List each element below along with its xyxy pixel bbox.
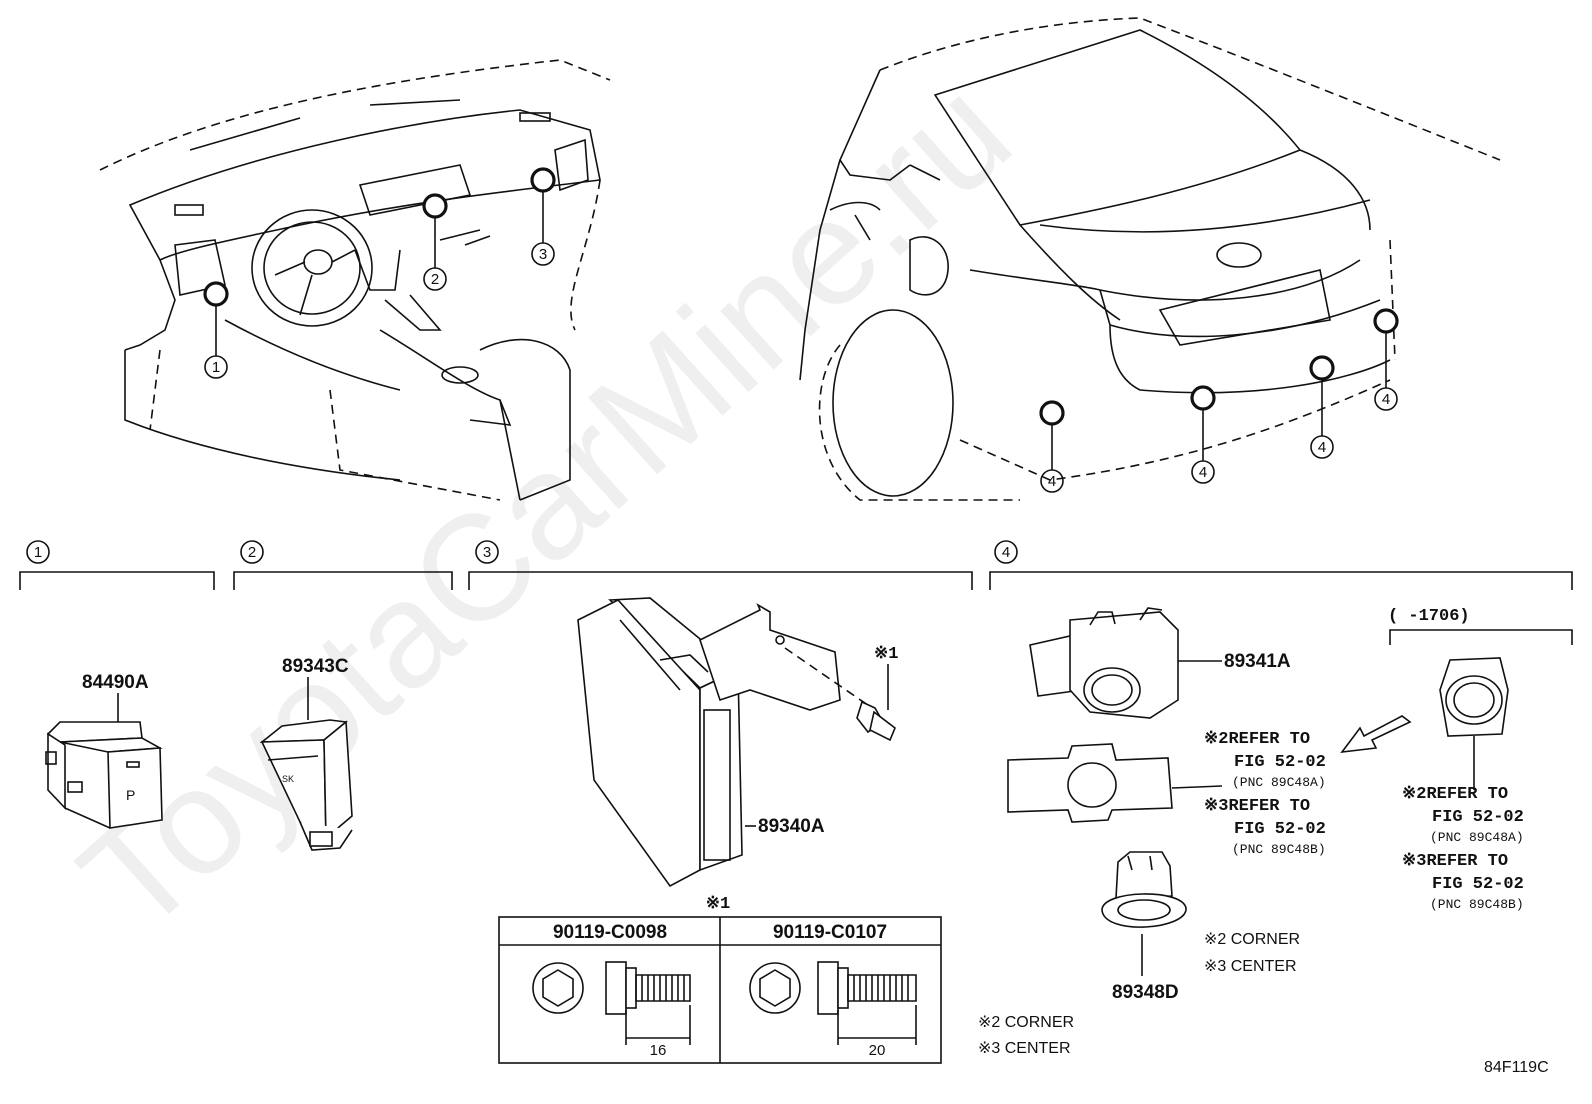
legend-a-center: ※3 CENTER	[1204, 958, 1297, 975]
rear-callout-label-a: 4	[1048, 473, 1056, 490]
refer-right-l2: FIG 52-02	[1432, 808, 1524, 827]
callout-circle-2	[423, 267, 447, 291]
legend-b-corner: ※2 CORNER	[978, 1014, 1074, 1031]
bolt-length-2: 20	[869, 1042, 886, 1059]
legend-corner-center: ※2 CORNER ※3 CENTER ※2 CORNER ※3 CENTER	[978, 931, 1300, 1057]
refer-right-l1: ※2REFER TO	[1402, 785, 1508, 804]
part-label-89343C: 89343C	[282, 656, 349, 677]
refer-right-l6: (PNC 89C48B)	[1430, 897, 1524, 912]
refer-center-l3: (PNC 89C48A)	[1232, 775, 1326, 790]
part-label-89341A: 89341A	[1224, 651, 1291, 672]
section-callout-3: 3	[483, 544, 491, 561]
callout-label-2: 2	[431, 271, 439, 288]
part-retainer	[1007, 743, 1223, 823]
bolt-note-mark: ※1	[874, 645, 898, 664]
location-marker-1	[203, 281, 229, 307]
dashboard-illustration: 1 2 3	[99, 59, 611, 501]
refer-center-l6: (PNC 89C48B)	[1232, 842, 1326, 857]
rear-callout-label-b: 4	[1199, 464, 1207, 481]
bolt-length-1: 16	[650, 1042, 667, 1059]
location-marker-3	[530, 167, 556, 193]
part-label-84490A: 84490A	[82, 672, 149, 693]
part-89348D: 89348D	[1101, 851, 1187, 1003]
bolt-part-2: 90119-C0107	[773, 922, 887, 943]
refer-center: ※2REFER TO FIG 52-02 (PNC 89C48A) ※3REFE…	[1204, 730, 1326, 857]
section-callout-4: 4	[1002, 544, 1010, 561]
svg-text:P: P	[126, 787, 135, 803]
refer-right-l5: FIG 52-02	[1432, 875, 1524, 894]
section-callout-1: 1	[34, 544, 42, 561]
bolt-table: ※1 90119-C0098 90119-C0107 16 20	[498, 895, 942, 1064]
callout-circle-1	[204, 355, 228, 379]
part-89340A: 89340A ※1	[577, 597, 898, 888]
section-callout-2: 2	[248, 544, 256, 561]
rear-sensor-marker-3	[1309, 355, 1335, 381]
refer-center-l5: FIG 52-02	[1234, 820, 1326, 839]
refer-right-l3: (PNC 89C48A)	[1430, 830, 1524, 845]
refer-right-l4: ※3REFER TO	[1402, 852, 1508, 871]
callout-label-1: 1	[212, 359, 220, 376]
part-label-89348D: 89348D	[1112, 982, 1179, 1003]
rear-car-illustration: 4 4 4 4	[799, 17, 1501, 501]
part-84490A: 84490A P	[45, 672, 163, 829]
svg-text:SK: SK	[282, 774, 294, 784]
callout-circle-3	[531, 242, 555, 266]
location-marker-2	[422, 193, 448, 219]
legend-b-center: ※3 CENTER	[978, 1040, 1071, 1057]
legend-a-corner: ※2 CORNER	[1204, 931, 1300, 948]
rear-sensor-marker-4	[1373, 308, 1399, 334]
refer-right-range: ( -1706)	[1388, 607, 1470, 626]
bolt-table-mark: ※1	[706, 895, 730, 914]
refer-center-l2: FIG 52-02	[1234, 753, 1326, 772]
section-headers: 1 2 3 4	[19, 540, 1573, 590]
arrow-icon	[1340, 715, 1412, 754]
rear-callout-label-d: 4	[1382, 391, 1390, 408]
part-89341A: 89341A	[1029, 607, 1291, 719]
part-variant-right: ( -1706) ※2REFER TO FIG 52-02 (PNC 89C48…	[1388, 607, 1573, 912]
callout-label-3: 3	[539, 246, 547, 263]
refer-center-l4: ※3REFER TO	[1204, 797, 1310, 816]
part-label-89340A: 89340A	[758, 816, 825, 837]
part-89343C: 89343C SK	[259, 656, 353, 851]
refer-center-l1: ※2REFER TO	[1204, 730, 1310, 749]
rear-callout-label-c: 4	[1318, 439, 1326, 456]
diagram-code: 84F119C	[1484, 1059, 1549, 1076]
rear-sensor-marker-2	[1190, 385, 1216, 411]
rear-sensor-marker-1	[1039, 400, 1065, 426]
bolt-part-1: 90119-C0098	[553, 922, 667, 943]
